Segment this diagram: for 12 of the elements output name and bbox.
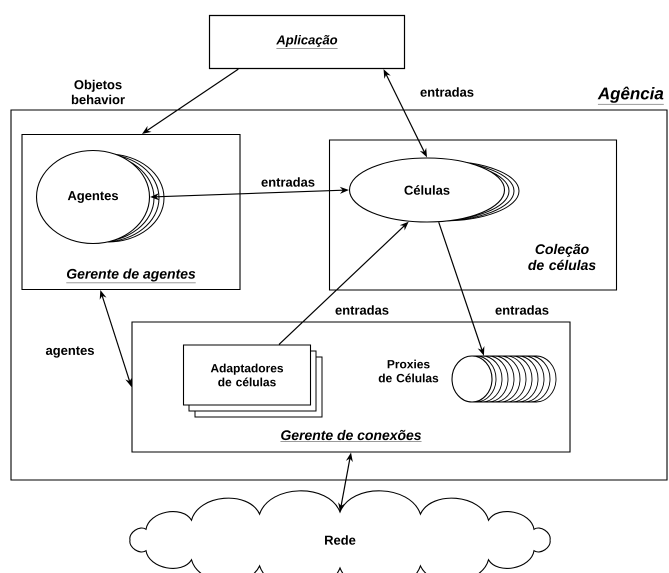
edge-label: Objetos behavior <box>62 78 134 106</box>
stacked-cards: Adaptadores de células <box>182 344 322 418</box>
edge-label: agentes <box>44 345 96 359</box>
edge-label: entradas <box>494 304 550 316</box>
network-cloud: Rede <box>129 490 551 573</box>
node-label: Agência <box>598 86 664 103</box>
cylinder-stack <box>451 355 556 403</box>
edge-label: entradas <box>419 86 475 98</box>
application-box: Aplicação <box>208 14 406 70</box>
node-caption: Proxies de Células <box>378 360 438 382</box>
edge-label: entradas <box>260 176 316 188</box>
edge-label: entradas <box>334 304 390 316</box>
